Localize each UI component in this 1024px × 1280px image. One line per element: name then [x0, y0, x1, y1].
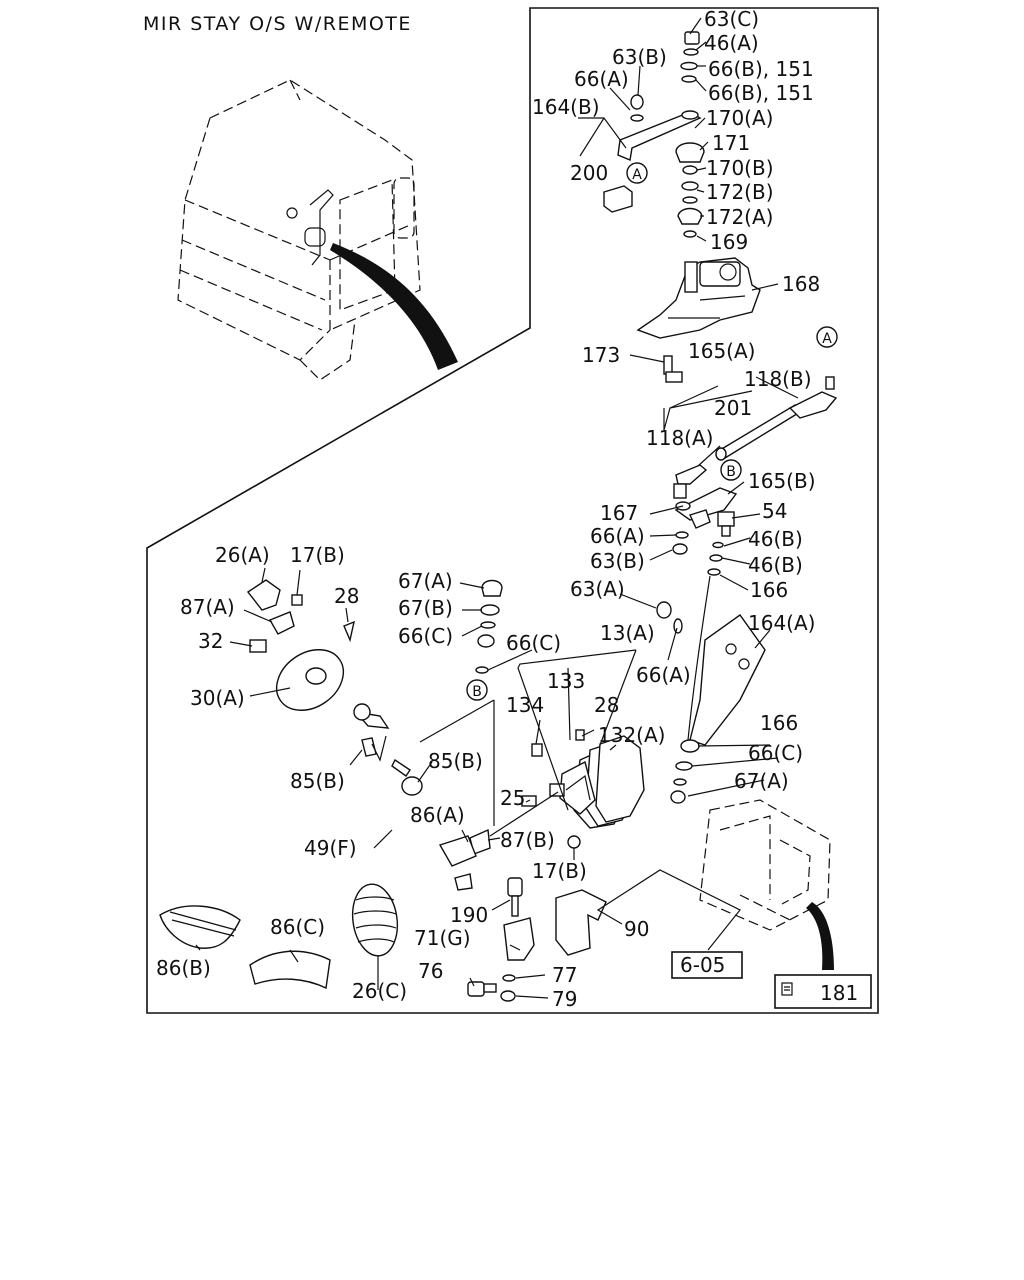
label-79: 79 — [552, 987, 577, 1011]
label-164B: 164(B) — [532, 95, 600, 119]
main-mirror-13A — [438, 729, 645, 867]
label-46B-b: 46(B) — [748, 553, 803, 577]
diagram-title: MIR STAY O/S W/REMOTE — [143, 13, 412, 35]
label-66C-b: 66(C) — [506, 631, 561, 655]
rubber-covers — [159, 883, 399, 990]
label-118A: 118(A) — [646, 426, 713, 450]
label-165A: 165(A) — [688, 339, 755, 363]
lower-bracket — [467, 877, 607, 1002]
ref-box-6-05 — [671, 951, 743, 979]
label-169: 169 — [710, 230, 748, 254]
mirror-stay-49F — [353, 634, 495, 891]
label-172A: 172(A) — [706, 205, 773, 229]
label-172B: 172(B) — [706, 180, 774, 204]
label-63A: 63(A) — [570, 577, 625, 601]
svg-text:A: A — [632, 167, 642, 183]
label-71G: 71(G) — [414, 926, 471, 950]
callout-arrow — [330, 243, 458, 370]
label-90: 90 — [624, 917, 649, 941]
label-66B-151-a: 66(B), 151 — [708, 57, 814, 81]
label-173: 173 — [582, 343, 620, 367]
label-167: 167 — [600, 501, 638, 525]
label-170B: 170(B) — [706, 156, 774, 180]
label-28-a: 28 — [334, 584, 359, 608]
label-134: 134 — [506, 693, 544, 717]
label-87B: 87(B) — [500, 828, 555, 852]
label-166-b: 166 — [760, 711, 798, 735]
label-201: 201 — [714, 396, 752, 420]
label-86C: 86(C) — [270, 915, 325, 939]
label-25: 25 — [500, 786, 525, 810]
label-66A-top: 66(A) — [574, 67, 629, 91]
label-85B-a: 85(B) — [428, 749, 483, 773]
label-165B: 165(B) — [748, 469, 816, 493]
label-66A-mid: 66(A) — [590, 524, 645, 548]
label-86B: 86(B) — [156, 956, 211, 980]
link-rod — [673, 376, 838, 499]
bolt-173 — [663, 355, 683, 383]
truck-cab-illustration — [177, 79, 458, 381]
label-67A-a: 67(A) — [398, 569, 453, 593]
label-6-05: 6-05 — [680, 953, 725, 977]
label-49F: 49(F) — [304, 836, 357, 860]
label-17B-top: 17(B) — [290, 543, 345, 567]
label-46B-a: 46(B) — [748, 527, 803, 551]
svg-text:B: B — [472, 684, 482, 700]
label-200: 200 — [570, 161, 608, 185]
label-132A: 132(A) — [598, 723, 665, 747]
label-28-b: 28 — [594, 693, 619, 717]
callout-A-top: A — [626, 162, 648, 184]
label-54: 54 — [762, 499, 787, 523]
mirror-motor — [636, 257, 761, 339]
callout-B-left: B — [466, 679, 488, 701]
label-67A-b: 67(A) — [734, 769, 789, 793]
label-63C: 63(C) — [704, 7, 759, 31]
page-ref-icon — [781, 982, 793, 996]
label-118B: 118(B) — [744, 367, 812, 391]
ref-box-181 — [774, 974, 872, 1009]
label-171: 171 — [712, 131, 750, 155]
label-77: 77 — [552, 963, 577, 987]
label-168: 168 — [782, 272, 820, 296]
label-133: 133 — [547, 669, 585, 693]
label-63B-mid: 63(B) — [590, 549, 645, 573]
label-17B-low: 17(B) — [532, 859, 587, 883]
label-87A: 87(A) — [180, 595, 235, 619]
fastener-stack-upper — [603, 31, 705, 238]
label-85B-b: 85(B) — [290, 769, 345, 793]
label-164A: 164(A) — [748, 611, 815, 635]
label-26A: 26(A) — [215, 543, 270, 567]
arm-164A — [656, 601, 766, 804]
label-66B-151-b: 66(B), 151 — [708, 81, 814, 105]
part-labels: 63(C) 46(A) 63(B) 66(B), 151 66(A) 66(B)… — [156, 7, 858, 1011]
label-32: 32 — [198, 629, 223, 653]
label-63B-top: 63(B) — [612, 45, 667, 69]
label-26C: 26(C) — [352, 979, 407, 1003]
frame-6-05 — [699, 799, 834, 970]
label-13A: 13(A) — [600, 621, 655, 645]
label-190: 190 — [450, 903, 488, 927]
label-46A-top: 46(A) — [704, 31, 759, 55]
label-76: 76 — [418, 959, 443, 983]
label-30A: 30(A) — [190, 686, 245, 710]
label-66A-low: 66(A) — [636, 663, 691, 687]
leader-lines — [195, 17, 799, 999]
bracket-165B — [672, 487, 738, 576]
callout-A-right: A — [816, 326, 838, 348]
svg-text:B: B — [726, 464, 736, 480]
diagram-frame — [146, 7, 879, 1014]
callout-B-mid: B — [720, 459, 742, 481]
label-67B: 67(B) — [398, 596, 453, 620]
svg-text:A: A — [822, 331, 832, 347]
label-66C-a: 66(C) — [398, 624, 453, 648]
label-166-a: 166 — [750, 578, 788, 602]
small-mirror-30A — [246, 579, 355, 711]
label-66C-c: 66(C) — [748, 741, 803, 765]
label-170A: 170(A) — [706, 106, 773, 130]
label-181: 181 — [820, 981, 858, 1005]
label-86A: 86(A) — [410, 803, 465, 827]
